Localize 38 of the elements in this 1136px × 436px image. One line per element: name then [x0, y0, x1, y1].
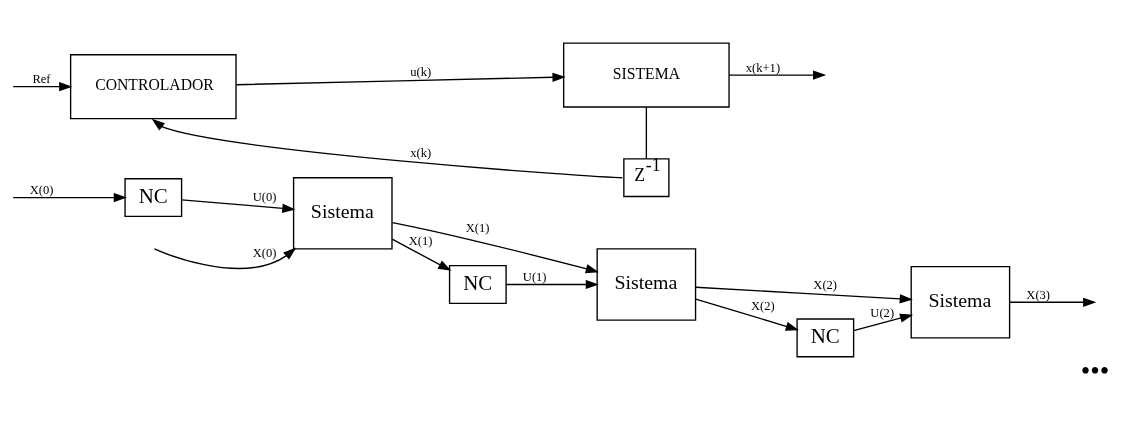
node-box: CONTROLADOR — [69, 54, 237, 120]
arrow — [12, 82, 73, 92]
arrow — [391, 221, 599, 274]
arrow — [153, 247, 297, 269]
edge-label: X(2) — [813, 278, 838, 293]
edge-label: x(k+1) — [745, 60, 781, 75]
edge-label: u(k) — [410, 64, 432, 79]
node-box: Sistema — [596, 248, 697, 321]
node-box: Sistema — [292, 177, 393, 250]
label: ••• — [1080, 356, 1110, 387]
arrow — [235, 72, 566, 86]
node-box: NC — [448, 264, 507, 304]
arrow — [695, 298, 799, 331]
arrow — [12, 192, 127, 203]
node-box: Sistema — [910, 266, 1011, 339]
edge-label: X(3) — [1026, 287, 1051, 302]
arrow — [852, 313, 914, 332]
arrow — [728, 70, 827, 80]
arrow — [695, 286, 913, 304]
edge-label: Ref — [32, 72, 51, 87]
edge-label: x(k) — [410, 146, 432, 161]
edge-label: X(1) — [408, 234, 433, 249]
edge-label: X(1) — [465, 220, 490, 235]
edge-label: U(2) — [870, 305, 895, 320]
edge-label: U(1) — [522, 269, 547, 284]
edge-label: X(0) — [29, 183, 54, 198]
edge-label: X(0) — [252, 245, 277, 260]
arrow — [505, 279, 599, 290]
edge-label: U(0) — [252, 190, 277, 205]
arrow — [391, 238, 452, 271]
arrow — [151, 118, 623, 179]
node-box: NC — [796, 318, 855, 358]
node-box: SISTEMA — [563, 42, 730, 108]
arrow — [1009, 297, 1097, 307]
edge-label: X(2) — [751, 299, 775, 314]
node-box: NC — [124, 178, 183, 218]
arrow — [180, 199, 296, 213]
connector — [645, 106, 648, 160]
